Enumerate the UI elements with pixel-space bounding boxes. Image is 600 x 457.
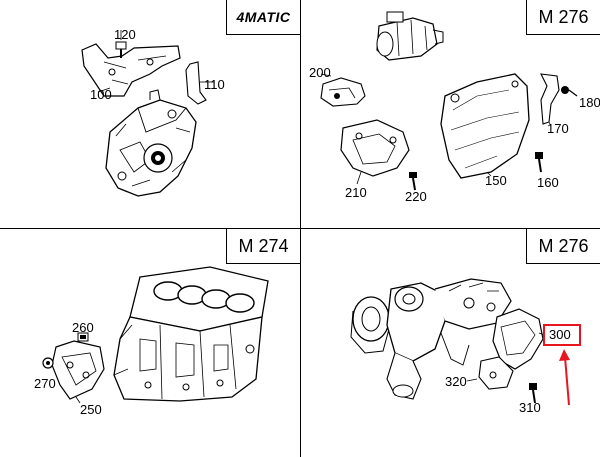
transfer-case-drawing bbox=[81, 30, 214, 197]
panel-m274-engine-block[interactable]: M 274 bbox=[0, 229, 300, 457]
part-number-150[interactable]: 150 bbox=[485, 173, 507, 188]
part-number-220[interactable]: 220 bbox=[405, 189, 427, 204]
panel-m276-heat-shields[interactable]: M 276 bbox=[301, 0, 600, 228]
part-number-210[interactable]: 210 bbox=[345, 185, 367, 200]
part-number-160[interactable]: 160 bbox=[537, 175, 559, 190]
part-number-120[interactable]: 120 bbox=[114, 27, 136, 42]
heat-shield-drawing bbox=[320, 11, 578, 191]
engine-block-drawing bbox=[42, 266, 269, 404]
part-number-320[interactable]: 320 bbox=[445, 374, 467, 389]
part-number-260[interactable]: 260 bbox=[72, 320, 94, 335]
mounting-bracket-shape bbox=[81, 43, 181, 97]
engine-label: 4MATIC bbox=[226, 0, 300, 35]
engine-label: M 274 bbox=[226, 229, 300, 264]
part-number-250[interactable]: 250 bbox=[80, 402, 102, 417]
panel-m276-turbocharger[interactable]: M 276 bbox=[301, 229, 600, 457]
part-number-300[interactable]: 300 bbox=[549, 327, 571, 342]
part-number-180[interactable]: 180 bbox=[579, 95, 600, 110]
highlight-arrow-head bbox=[559, 349, 570, 361]
grid-divider-horizontal bbox=[0, 228, 600, 229]
highlight-arrow-line bbox=[564, 356, 570, 406]
part-number-310[interactable]: 310 bbox=[519, 400, 541, 415]
part-number-100[interactable]: 100 bbox=[90, 87, 112, 102]
part-number-270[interactable]: 270 bbox=[34, 376, 56, 391]
turbocharger-drawing bbox=[350, 278, 570, 406]
part-number-200[interactable]: 200 bbox=[309, 65, 331, 80]
highlight-box bbox=[543, 324, 581, 346]
engine-label: M 276 bbox=[526, 0, 600, 35]
part-number-170[interactable]: 170 bbox=[547, 121, 569, 136]
panel-4matic-transfer-case[interactable]: 4MATIC 120 bbox=[0, 0, 300, 228]
engine-label: M 276 bbox=[526, 229, 600, 264]
part-number-110[interactable]: 110 bbox=[204, 77, 225, 92]
